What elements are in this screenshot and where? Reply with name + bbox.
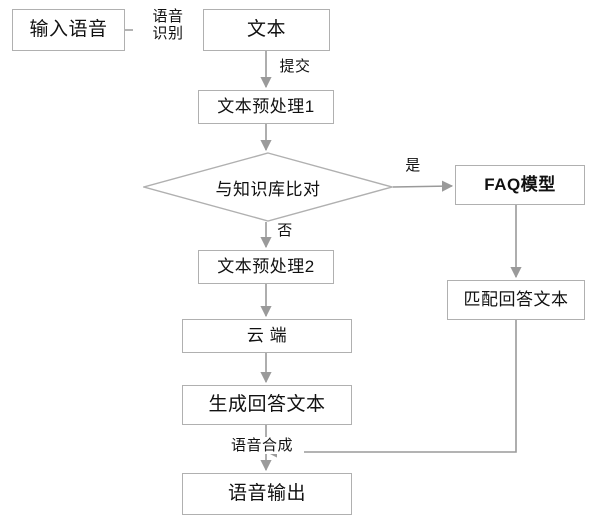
node-generate-answer[interactable]: 生成回答文本 [182, 385, 352, 425]
edge-label-no: 否 [273, 222, 297, 240]
node-match-answer[interactable]: 匹配回答文本 [447, 280, 585, 320]
node-input-voice[interactable]: 输入语音 [12, 9, 125, 51]
node-voice-output[interactable]: 语音输出 [182, 473, 352, 515]
node-preprocess-1[interactable]: 文本预处理1 [198, 90, 334, 124]
edge-label-speech-synthesis: 语音合成 [220, 437, 304, 455]
edge-label-submit: 提交 [270, 58, 320, 76]
edge-label-speech-recognition: 语音 识别 [133, 8, 203, 43]
decision-compare-knowledge-base[interactable]: 与知识库比对 [143, 152, 393, 222]
diamond-shape [143, 152, 393, 222]
node-cloud[interactable]: 云 端 [182, 319, 352, 353]
decision-label: 与知识库比对 [215, 179, 321, 199]
edge-label-yes: 是 [401, 157, 425, 175]
node-faq-model[interactable]: FAQ模型 [455, 165, 585, 205]
node-preprocess-2[interactable]: 文本预处理2 [198, 250, 334, 284]
node-text[interactable]: 文本 [203, 9, 330, 51]
